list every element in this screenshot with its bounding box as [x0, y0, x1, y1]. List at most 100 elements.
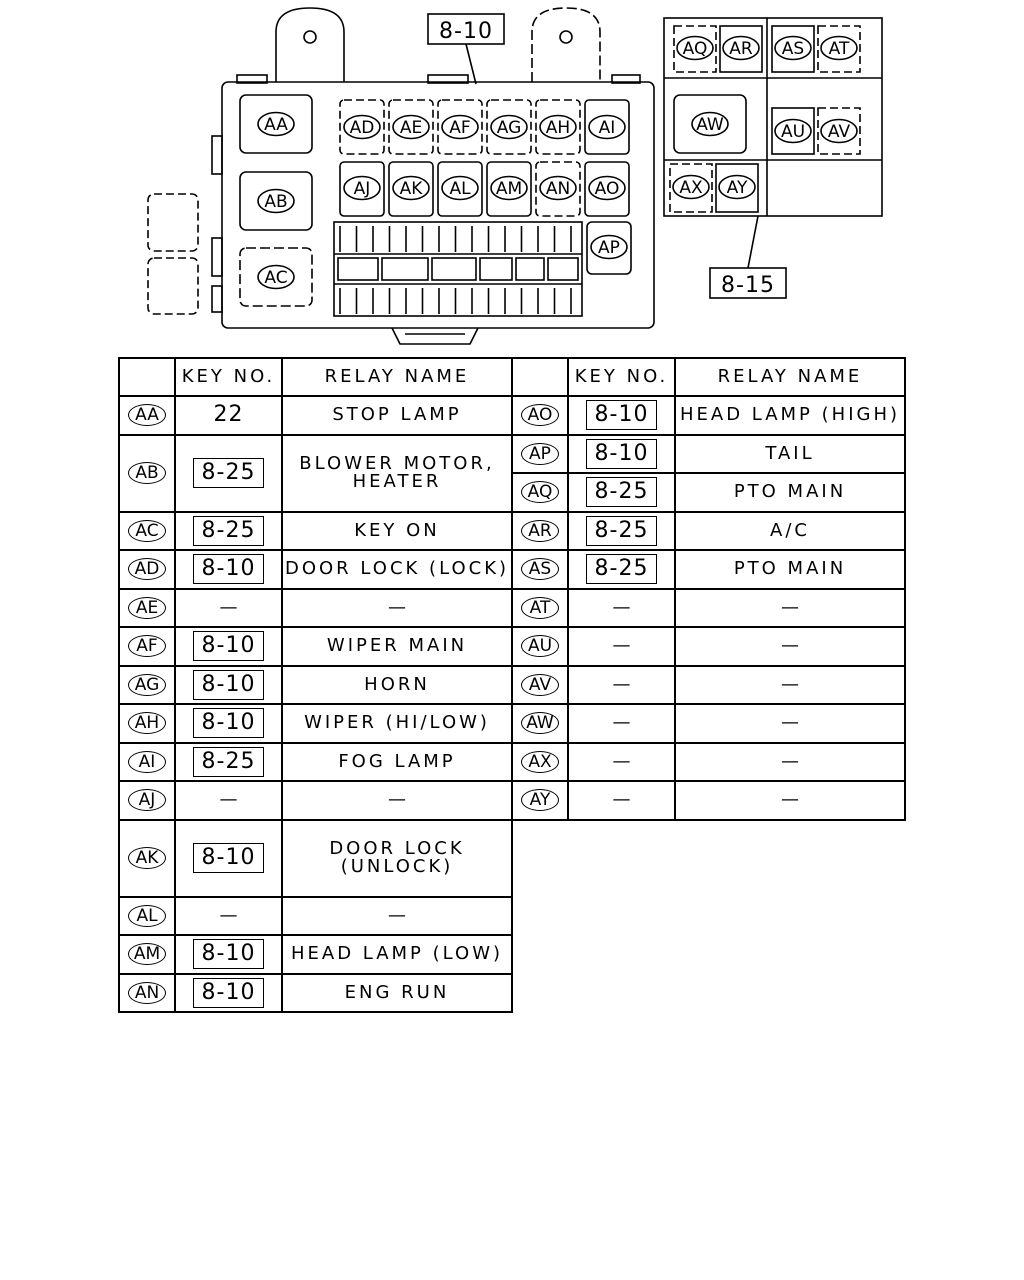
relay-code-cell: AY — [511, 780, 569, 821]
relay-name-cell: — — [674, 626, 906, 667]
relay-code-cell: AB — [118, 433, 176, 513]
key-no: 8-10 — [192, 977, 265, 1008]
relay-code-cell: AU — [511, 626, 569, 667]
relay-ar: AR — [722, 35, 760, 61]
relay-code: AP — [521, 442, 559, 465]
relay-code: AC — [128, 519, 166, 542]
relay-code: AF — [128, 635, 166, 658]
relay-label: AB — [264, 192, 287, 212]
relay-name-cell: — — [281, 780, 513, 821]
relay-ay: AY — [718, 174, 756, 200]
relay-code: AS — [521, 558, 559, 581]
relay-label: AT — [829, 39, 850, 59]
table-row: AE — — — [118, 587, 513, 628]
table-row: AJ—— — [118, 780, 513, 821]
relay-code: AX — [521, 750, 559, 773]
key-no-cell: 8-25 — [567, 549, 676, 590]
relay-name-cell: — — [281, 587, 513, 628]
key-no-cell: 8-25 — [174, 433, 283, 513]
relay-label: AQ — [683, 39, 708, 59]
relay-name-cell: DOOR LOCK (LOCK) — [281, 549, 513, 590]
header-key-no: KEY NO. — [174, 357, 283, 397]
relay-name-cell: ENG RUN — [281, 972, 513, 1013]
relay-ak: AK — [392, 175, 430, 201]
key-no: 8-10 — [192, 843, 265, 873]
relay-code: AW — [521, 712, 559, 735]
relay-code-cell: AE — [118, 587, 176, 628]
relay-ad: AD — [343, 114, 381, 140]
relay-name: PTO MAIN — [733, 558, 847, 580]
relay-code: AO — [521, 404, 559, 427]
key-no-cell: 8-10 — [174, 703, 283, 744]
relay-code-cell: AJ — [118, 780, 176, 821]
relay-name-cell: — — [674, 741, 906, 782]
table-row: AY — — — [511, 780, 906, 821]
relay-al: AL — [441, 175, 479, 201]
key-no-cell: — — [567, 741, 676, 782]
table-header-row: KEY NO.RELAY NAME — [118, 357, 513, 397]
relay-name-cell: DOOR LOCK (UNLOCK) — [281, 818, 513, 898]
key-no: — — [219, 596, 238, 618]
relay-code: AE — [128, 596, 166, 619]
relay-name: STOP LAMP — [332, 404, 462, 426]
relay-name: ENG RUN — [344, 981, 450, 1003]
relay-code-cell: AO — [511, 395, 569, 436]
relay-name-cell: BLOWER MOTOR, HEATER — [281, 433, 513, 513]
relay-label: AA — [264, 115, 288, 135]
relay-code: AV — [521, 673, 559, 696]
relay-aa: AA — [257, 111, 295, 137]
relay-label: AI — [599, 118, 616, 138]
relay-name: PTO MAIN — [733, 481, 847, 503]
relay-au: AU — [774, 118, 812, 144]
relay-code: AL — [128, 904, 166, 927]
relay-label: AX — [679, 178, 703, 198]
key-no-cell: — — [174, 780, 283, 821]
key-no-cell: 8-10 — [174, 549, 283, 590]
relay-code-cell: AV — [511, 664, 569, 705]
relay-name: — — [388, 904, 406, 926]
relay-name: FOG LAMP — [338, 750, 456, 772]
key-no-cell: — — [567, 703, 676, 744]
key-no: 8-25 — [192, 746, 265, 777]
key-no: — — [612, 789, 631, 811]
relay-name-cell: FOG LAMP — [281, 741, 513, 782]
relay-code: AQ — [521, 481, 559, 504]
relay-am: AM — [490, 175, 528, 201]
relay-ac: AC — [257, 264, 295, 290]
relay-code-cell: AC — [118, 510, 176, 551]
key-no: — — [612, 673, 631, 695]
relay-code: AT — [521, 596, 559, 619]
key-no-cell: 8-25 — [174, 741, 283, 782]
relay-code-cell: AQ — [511, 472, 569, 513]
relay-code-cell: AX — [511, 741, 569, 782]
relay-name-cell: — — [674, 780, 906, 821]
table-row: AO 8-10 HEAD LAMP (HIGH) — [511, 395, 906, 436]
key-no: 22 — [213, 401, 244, 427]
relay-code: AH — [128, 712, 166, 735]
key-no: 8-10 — [585, 400, 658, 431]
relay-label: AW — [696, 115, 724, 135]
table-header-row: KEY NO.RELAY NAME — [511, 357, 906, 397]
relay-name: — — [388, 789, 406, 811]
relay-ag: AG — [490, 114, 528, 140]
relay-name: — — [781, 635, 799, 657]
relay-code: AN — [128, 981, 166, 1004]
relay-name: DOOR LOCK (LOCK) — [284, 558, 510, 580]
relay-aw: AW — [691, 111, 729, 137]
key-no-cell: 8-25 — [567, 510, 676, 551]
relay-label: AV — [828, 122, 851, 142]
callout-8-15: 8-15 — [721, 273, 775, 298]
relay-name: KEY ON — [354, 519, 440, 541]
relay-label: AC — [264, 268, 287, 288]
relay-ai: AI — [588, 114, 626, 140]
relay-name-cell: HEAD LAMP (HIGH) — [674, 395, 906, 436]
relay-code-cell: AS — [511, 549, 569, 590]
relay-name: DOOR LOCK (UNLOCK) — [329, 838, 465, 877]
